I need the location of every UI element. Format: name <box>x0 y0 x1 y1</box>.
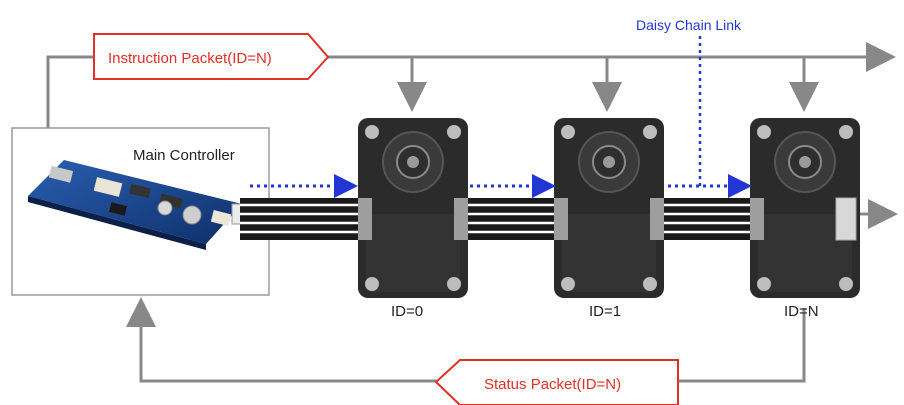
servo-id-0 <box>358 118 468 298</box>
status-packet-tag: Status Packet(ID=N) <box>434 359 679 405</box>
controller-board-icon <box>28 160 247 250</box>
servo-id-1 <box>554 118 664 298</box>
status-packet-label: Status Packet(ID=N) <box>484 376 621 393</box>
daisy-chain-label: Daisy Chain Link <box>636 17 742 33</box>
main-controller-label: Main Controller <box>133 147 235 164</box>
instruction-bus-line <box>46 42 896 128</box>
servo-id-n <box>750 118 860 298</box>
servo-n-id-label: ID=N <box>784 303 819 320</box>
servo-1-id-label: ID=1 <box>589 303 621 320</box>
cable-bundle-2 <box>452 198 564 240</box>
servo-0-id-label: ID=0 <box>391 303 423 320</box>
instruction-packet-tag: Instruction Packet(ID=N) <box>93 33 330 80</box>
instruction-packet-label: Instruction Packet(ID=N) <box>108 50 272 67</box>
main-controller-box: Main Controller <box>11 127 270 296</box>
cable-bundle-1 <box>240 198 360 240</box>
cable-bundle-3 <box>648 198 762 240</box>
